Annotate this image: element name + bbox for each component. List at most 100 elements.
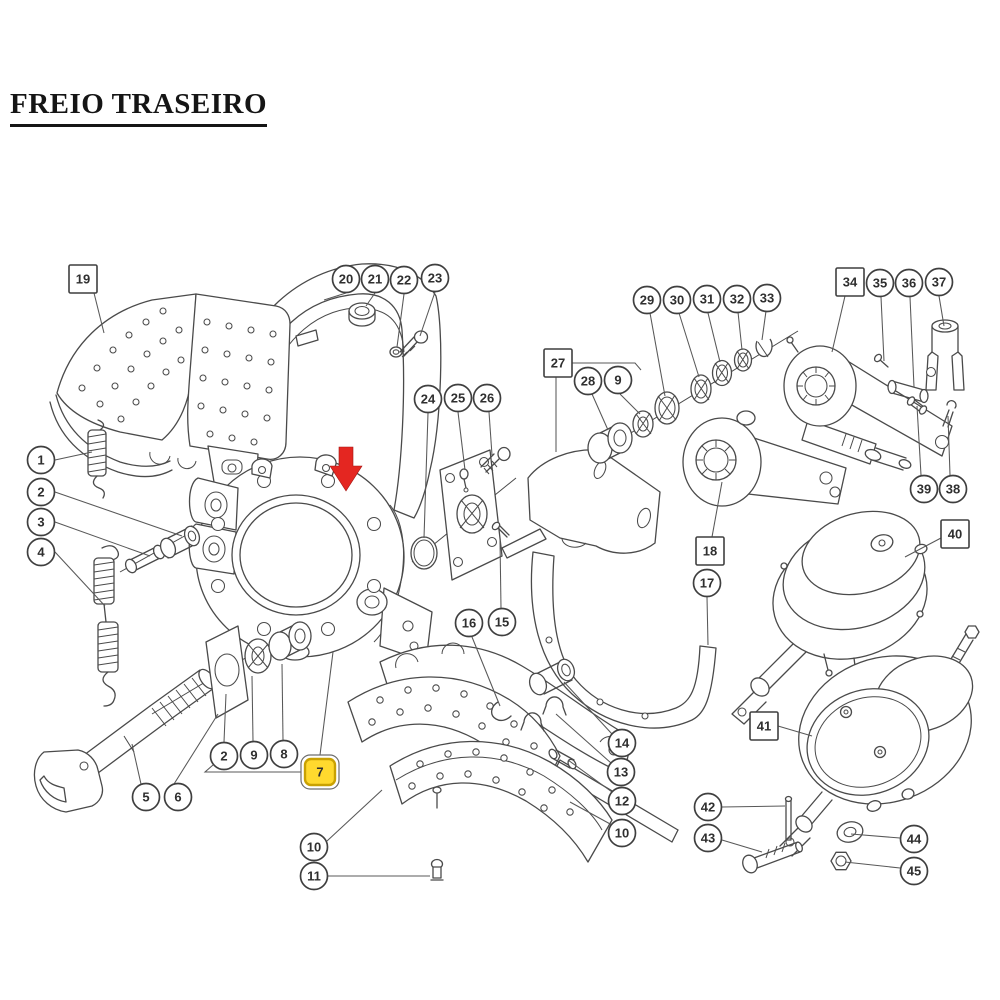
leader-5 (131, 743, 142, 785)
callout-39: 39 (909, 474, 939, 504)
leader-10a (326, 789, 383, 842)
highlight-arrow (329, 446, 363, 492)
leader-36 (909, 296, 915, 388)
leader-45 (844, 861, 901, 869)
callout-25: 25 (443, 383, 473, 413)
leader-24 (423, 412, 429, 539)
callout-17: 17 (692, 568, 722, 598)
clevis-37-drawing (925, 319, 965, 391)
callout-40: 40 (940, 519, 970, 549)
callout-44: 44 (899, 824, 929, 854)
brake-shoe-assembly-drawing (49, 293, 291, 491)
callout-23: 23 (420, 263, 450, 293)
callout-label-24: 24 (421, 392, 436, 407)
callout-label-11: 11 (307, 869, 321, 884)
roller-and-clips-drawing (491, 521, 577, 770)
leader-28 (591, 393, 609, 431)
leader-16 (471, 636, 501, 707)
leader-7-1 (203, 764, 301, 773)
callout-3: 3 (26, 507, 56, 537)
callout-10b: 10 (607, 818, 637, 848)
callout-label-41: 41 (757, 719, 771, 734)
callout-9b: 9 (239, 740, 269, 770)
washer-stack-drawing (587, 338, 773, 464)
spring-brake-chamber-drawing (779, 625, 980, 857)
callout-10a: 10 (299, 832, 329, 862)
callout-label-19: 19 (76, 272, 90, 287)
callout-label-10a: 10 (307, 840, 321, 855)
callout-label-42: 42 (701, 800, 715, 815)
leader-44 (850, 833, 901, 839)
leader-9a (619, 393, 641, 415)
callout-label-37: 37 (932, 275, 946, 290)
callout-label-6: 6 (174, 790, 181, 805)
callout-6: 6 (163, 782, 193, 812)
callout-20: 20 (331, 264, 361, 294)
callout-2: 2 (26, 477, 56, 507)
callout-label-35: 35 (873, 276, 887, 291)
diagram-title: FREIO TRASEIRO (10, 88, 268, 127)
rivet-drawing (430, 858, 444, 881)
callout-4: 4 (26, 537, 56, 567)
leader-2b (223, 693, 227, 743)
callout-label-3: 3 (37, 515, 44, 530)
callout-14: 14 (607, 728, 637, 758)
callout-8: 8 (269, 739, 299, 769)
callout-12: 12 (607, 786, 637, 816)
callout-13: 13 (606, 757, 636, 787)
leader-26 (488, 411, 493, 456)
callout-label-34: 34 (843, 275, 858, 290)
leader-31 (707, 312, 721, 363)
leader-39 (916, 405, 922, 476)
callout-15: 15 (487, 607, 517, 637)
callout-label-2b: 2 (220, 749, 227, 764)
callout-label-36: 36 (902, 276, 916, 291)
callout-label-10b: 10 (615, 826, 629, 841)
callout-29: 29 (632, 285, 662, 315)
brake-chamber-drawing (731, 510, 928, 725)
leader-9b (251, 675, 254, 742)
leader-23 (419, 291, 436, 337)
leader-38 (947, 415, 951, 476)
callout-label-5: 5 (142, 790, 149, 805)
slack-adjuster-18-drawing (682, 410, 847, 507)
callout-label-18: 18 (703, 544, 717, 559)
callout-18: 18 (695, 536, 725, 566)
callout-16: 16 (454, 608, 484, 638)
callout-34: 34 (835, 267, 865, 297)
callout-label-32: 32 (730, 292, 744, 307)
leader-25 (457, 411, 466, 471)
leader-41 (777, 725, 813, 737)
callout-2b: 2 (209, 741, 239, 771)
leader-2 (54, 491, 183, 537)
callout-label-12: 12 (615, 794, 629, 809)
callout-label-13: 13 (614, 765, 628, 780)
callout-22: 22 (389, 265, 419, 295)
leader-42 (721, 805, 786, 808)
callout-label-22: 22 (397, 273, 411, 288)
callout-label-9b: 9 (250, 748, 257, 763)
callout-label-23: 23 (428, 271, 442, 286)
callout-label-21: 21 (368, 272, 382, 287)
callout-41: 41 (749, 711, 779, 741)
callout-label-31: 31 (700, 292, 714, 307)
callout-label-33: 33 (760, 291, 774, 306)
leader-lines (54, 291, 951, 877)
callout-37: 37 (924, 267, 954, 297)
callout-label-16: 16 (462, 616, 476, 631)
leader-19 (93, 292, 105, 334)
callout-38: 38 (938, 474, 968, 504)
leader-8 (281, 663, 284, 741)
callout-42: 42 (693, 792, 723, 822)
callout-31: 31 (692, 284, 722, 314)
slack-adjuster-34-drawing (783, 336, 953, 471)
cup-plug-drawing (348, 302, 376, 327)
roller-pin-and-bushing-drawing (124, 525, 201, 574)
leader-33 (761, 310, 767, 341)
callout-36: 36 (894, 268, 924, 298)
leader-35 (880, 296, 885, 362)
callout-label-9a: 9 (614, 373, 621, 388)
leader-4 (54, 551, 106, 607)
callout-21: 21 (360, 264, 390, 294)
